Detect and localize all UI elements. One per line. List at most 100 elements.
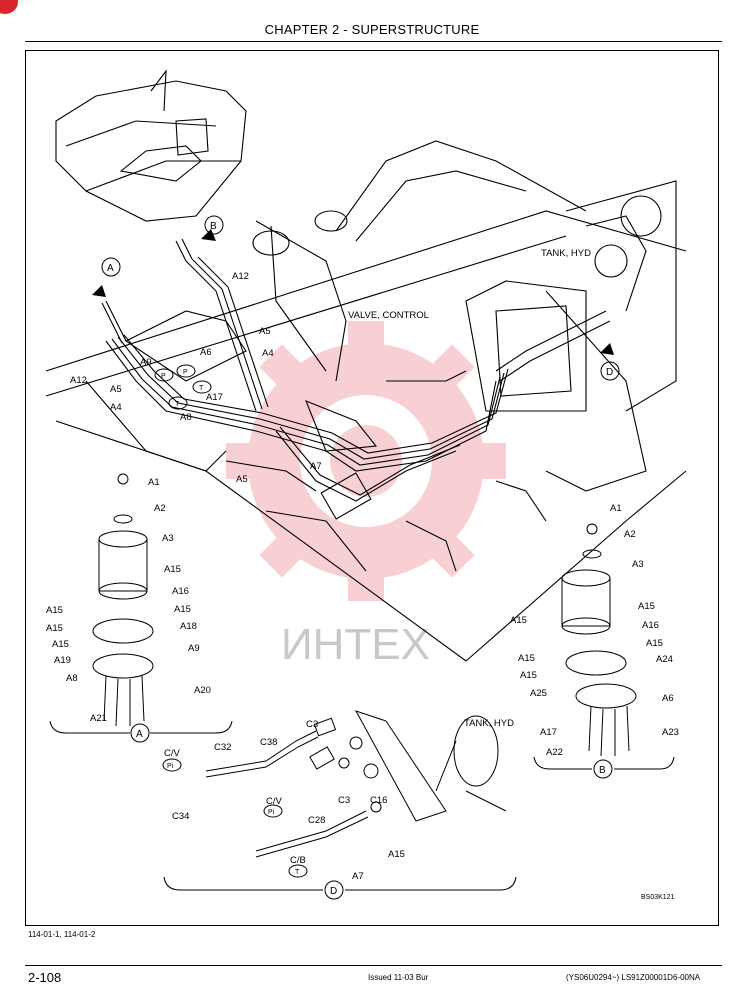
- port-p-1: P: [161, 373, 166, 380]
- callout-circle-a: [101, 257, 121, 277]
- callout-circle-b: [204, 215, 224, 235]
- watermark-gear-logo: [226, 321, 506, 601]
- part-a7: A7: [310, 461, 322, 472]
- figure-references: 114-01-1, 114-01-2: [28, 930, 96, 939]
- callout-cv-pm-2: [263, 804, 283, 818]
- part-a2-view-b: A2: [624, 529, 636, 540]
- header-rule: [25, 41, 722, 42]
- label-cv-2: C/V: [266, 796, 283, 807]
- port-t-2: T: [175, 401, 180, 408]
- callout-t-2: [168, 396, 188, 410]
- label-pm-2: Pi: [268, 809, 275, 816]
- callout-a: A: [107, 263, 114, 274]
- hose-routing: [101, 238, 611, 520]
- part-a15-view-b-4: A15: [518, 653, 535, 664]
- part-c28: C28: [308, 815, 325, 826]
- part-a7-view-d: A7: [352, 871, 364, 882]
- part-a12-2: A12: [70, 375, 87, 386]
- view-a-bracket: [49, 720, 233, 734]
- callout-a-view: A: [136, 729, 143, 740]
- callout-circle-d: [600, 361, 620, 381]
- callout-circle-d2: [324, 880, 344, 900]
- part-a9: A9: [140, 357, 152, 368]
- figure-code: BS03K121: [641, 894, 675, 901]
- part-a5-2: A5: [110, 384, 122, 395]
- callout-circle-a2: [130, 723, 150, 743]
- page-number: 2-108: [28, 970, 62, 985]
- part-a3-view-a: A3: [162, 533, 174, 544]
- part-a18-view-a: A18: [180, 621, 197, 632]
- part-a15-view-b-1: A15: [638, 601, 655, 612]
- part-a3-view-b: A3: [632, 559, 644, 570]
- part-a17-view-b: A17: [540, 727, 557, 738]
- corner-tab-mark: [0, 0, 18, 14]
- part-a4-2: A4: [110, 402, 122, 413]
- part-a24-view-b: A24: [656, 654, 673, 665]
- part-a23-view-b: A23: [662, 727, 679, 738]
- hydraulic-line-diagram: ИНТЕХ: [45, 69, 687, 901]
- part-a12: A12: [232, 271, 249, 282]
- callout-circle-b2: [593, 759, 613, 779]
- part-a15-view-a-1: A15: [164, 564, 181, 575]
- part-a15-view-b-3: A15: [510, 615, 527, 626]
- footer-rule: [25, 965, 722, 966]
- callout-t-1: [192, 380, 212, 394]
- label-cb: C/B: [290, 855, 306, 866]
- chapter-title: CHAPTER 2 - SUPERSTRUCTURE: [264, 22, 480, 37]
- part-a16-view-a: A16: [172, 586, 189, 597]
- part-a15-view-a-2: A15: [174, 604, 191, 615]
- part-a22-view-b: A22: [546, 747, 563, 758]
- part-c32: C32: [214, 742, 231, 753]
- part-a15-view-a-3: A15: [46, 605, 63, 616]
- part-a8-view-a: A8: [66, 673, 78, 684]
- part-a1-view-a: A1: [148, 477, 160, 488]
- label-tank-hyd-top: TANK, HYD: [541, 248, 591, 259]
- fitting-assembly-a: [92, 473, 154, 727]
- callout-p-1: [154, 368, 174, 382]
- part-a1-view-b: A1: [610, 503, 622, 514]
- view-d-bracket: [163, 876, 517, 891]
- callout-b: B: [210, 221, 217, 232]
- part-a25-view-b: A25: [530, 688, 547, 699]
- port-p-2: P: [183, 369, 188, 376]
- part-a15-view-d: A15: [388, 849, 405, 860]
- part-c34: C34: [172, 811, 189, 822]
- watermark-text: ИНТЕХ: [281, 620, 430, 669]
- part-a4: A4: [262, 348, 274, 359]
- callout-cb-t: [288, 864, 308, 878]
- part-c16: C16: [370, 795, 387, 806]
- part-a15-view-a-5: A15: [52, 639, 69, 650]
- view-arrows: [92, 229, 614, 355]
- label-pm-1: Pi: [167, 763, 174, 770]
- part-c38: C38: [260, 737, 277, 748]
- part-a8: A8: [180, 412, 192, 423]
- view-b-bracket: [533, 756, 675, 770]
- callout-cv-pm: [162, 758, 182, 772]
- part-a2-view-a: A2: [154, 503, 166, 514]
- part-a19-view-a: A19: [54, 655, 71, 666]
- fitting-assembly-b: [561, 523, 637, 757]
- part-a6: A6: [200, 347, 212, 358]
- figure-frame: [25, 50, 719, 926]
- callout-b-view: B: [599, 765, 606, 776]
- part-a15-view-b-5: A15: [520, 670, 537, 681]
- part-a21-view-a: A21: [90, 713, 107, 724]
- callout-d-view: D: [330, 886, 337, 897]
- document-code: (YS06U0294~) LS91Z00001D6-00NA: [566, 973, 701, 982]
- part-a6-view-b: A6: [662, 693, 674, 704]
- part-a17: A17: [206, 392, 223, 403]
- issue-date: Issued 11-03 Bur: [368, 973, 429, 982]
- part-a9-view-a: A9: [188, 643, 200, 654]
- part-a5: A5: [259, 326, 271, 337]
- part-c3-2: C3: [338, 795, 350, 806]
- tank-connection-d: [205, 710, 507, 858]
- label-tank-hyd-bottom: TANK, HYD: [464, 718, 514, 729]
- part-a15-view-b-2: A15: [646, 638, 663, 649]
- part-a5-3: A5: [236, 474, 248, 485]
- part-a20-view-a: A20: [194, 685, 211, 696]
- machine-frame-sketch: [45, 69, 687, 662]
- callout-p-2: [176, 364, 196, 378]
- part-c3-1: C3: [306, 719, 318, 730]
- part-a15-view-a-4: A15: [46, 623, 63, 634]
- part-a16-view-b: A16: [642, 620, 659, 631]
